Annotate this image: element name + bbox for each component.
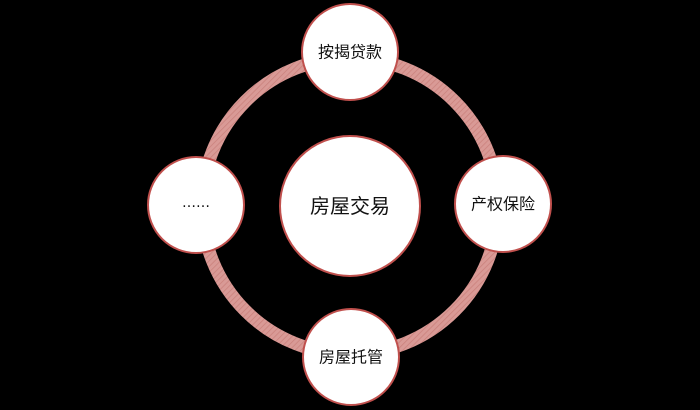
node-top-label: 按揭贷款 (318, 43, 382, 62)
node-left-label: …… (182, 195, 210, 211)
center-node: 房屋交易 (279, 135, 421, 277)
node-bottom-label: 房屋托管 (319, 348, 383, 367)
center-node-label: 房屋交易 (310, 194, 390, 218)
node-right: 产权保险 (454, 155, 552, 253)
node-right-label: 产权保险 (471, 195, 535, 214)
node-left: …… (147, 156, 245, 254)
node-bottom: 房屋托管 (302, 308, 400, 406)
node-top: 按揭贷款 (301, 3, 399, 101)
